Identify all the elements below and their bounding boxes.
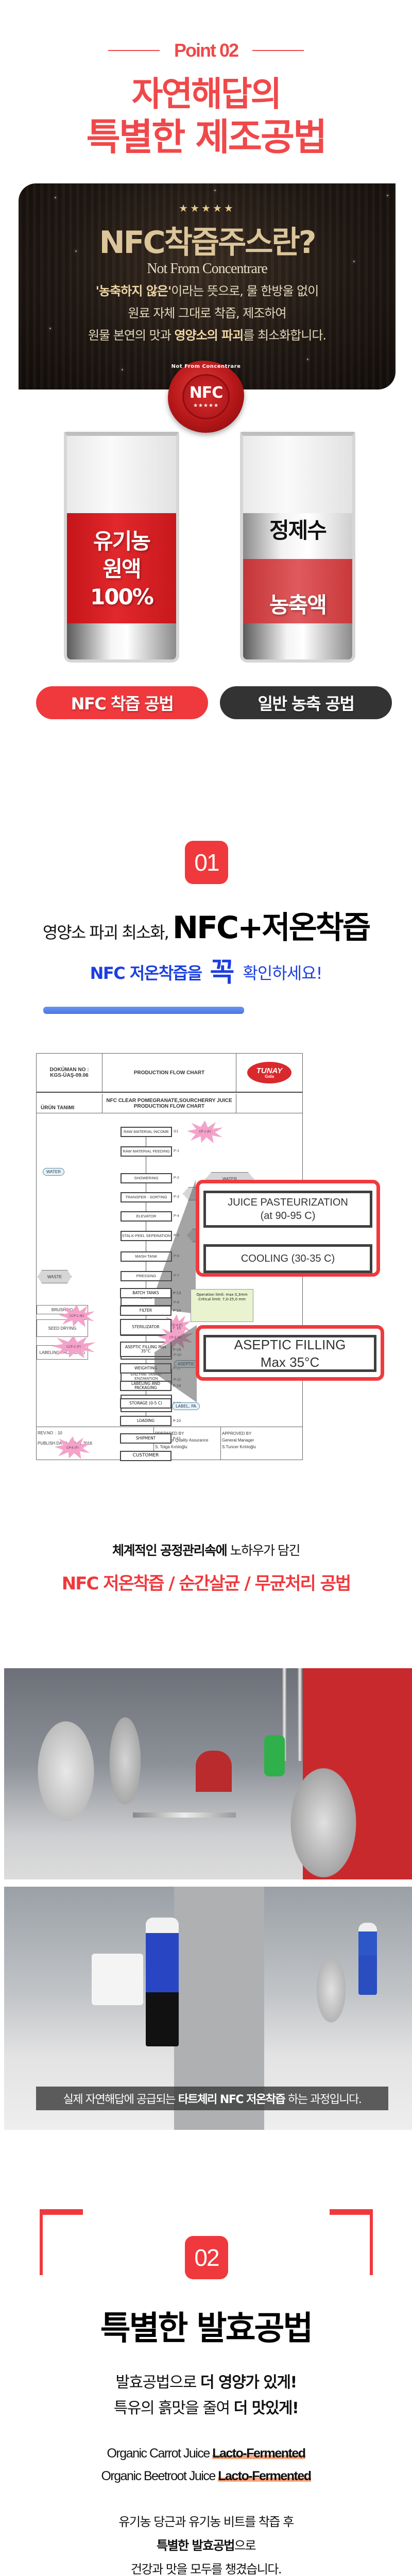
desc-emphasis: '농축하지 않은' [95, 284, 172, 298]
water-input-tag: WATER [43, 1168, 64, 1176]
hero-title-line2: 특별한 제조공법 [86, 115, 328, 159]
rating-stars-icon: ★★★★★ [179, 202, 235, 214]
water-liquid [243, 513, 352, 559]
water-label: 정제수 [269, 518, 327, 543]
section-badge-02: 02 [185, 2236, 228, 2279]
hero-title-line1: 자연해답의 [131, 74, 282, 114]
section1-headline: 영양소 파괴 최소화, NFC+저온착즙 [0, 903, 412, 947]
flow-step: FILTER [120, 1306, 171, 1316]
sub-emphasis: NFC 저온착즙을 [90, 963, 202, 983]
point-label: Point 02 [174, 40, 239, 61]
nfc-subtitle-en: Not From Concentrare [147, 261, 268, 277]
flow-step: RAW MATERIAL INCOME [121, 1127, 172, 1137]
flow-step: LABELING AND PACKAGING [120, 1381, 171, 1391]
flow-step: SHOWERING [121, 1173, 172, 1183]
seal-ring-text: Not From Concentrare [171, 364, 241, 369]
flow-step: RAW MATERIAL FEEDING [121, 1146, 172, 1157]
section2-benefits: 발효공법으로 더 영양가 있게! 특유의 흙맛을 줄여 더 맛있게! [113, 2374, 299, 2417]
seal-label: NFC [189, 383, 224, 402]
zoom-callout-aseptic: ASEPTIC FILLING Max 35°C [196, 1325, 384, 1381]
flowchart-title: PRODUCTION FLOW CHART [102, 1054, 236, 1092]
flow-step: STERILIZATOR [120, 1319, 171, 1335]
sub-tail: 확인하세요! [243, 963, 322, 983]
brush-underline [43, 1007, 244, 1014]
glass-base [243, 623, 352, 659]
corner-bracket [330, 2209, 373, 2275]
control-point-burst: CCP-2 (F) [52, 1335, 96, 1358]
nfc-info-banner: ★★★★★ NFC착즙주스란? Not From Concentrare '농축… [19, 183, 396, 389]
section2-english: Organic Carrot Juice Lacto-Fermented Org… [101, 2446, 312, 2483]
flow-step: BATCH TANKS [120, 1288, 171, 1298]
concentrate-juice-glass: 정제수 농축액 [240, 432, 355, 663]
flow-step: STALK-PEEL SEPERATION [121, 1231, 172, 1241]
sub-big-word: 꼭 [210, 957, 235, 988]
waste-output: WASTE [38, 1270, 72, 1283]
nfc-description: '농축하지 않은'이라는 뜻으로, 물 한방울 없이 원료 자체 그대로 착즙,… [19, 280, 396, 347]
nfc-wax-seal-icon: Not From Concentrare NFC ★★★★★ [168, 361, 244, 433]
zoom-text: Max 35°C [260, 1354, 320, 1370]
zoom-text: COOLING (30-35 C) [241, 1253, 335, 1264]
control-point-burst: CP-1 (K) [187, 1121, 223, 1143]
flow-step: STORAGE (0-5 C) [120, 1398, 171, 1409]
zoom-text: ASEPTIC FILLING [234, 1337, 346, 1352]
label-pack-tag: LABEL, PA [172, 1402, 200, 1410]
flow-step: TRANSFER - SORTING [121, 1192, 172, 1202]
process-caption: 체계적인 공정관리속에 노하우가 담긴 [112, 1543, 301, 1558]
desc-line2: 원료 자체 그대로 착즙, 제조하여 [128, 306, 286, 320]
nfc-juice-glass: 유기농 원액 100% [64, 432, 179, 663]
concentrate-method-button[interactable]: 일반 농축 공법 [220, 686, 392, 719]
highlight-text: Lacto-Fermented [218, 2469, 312, 2483]
point-header: Point 02 [0, 40, 412, 61]
desc-emphasis: 영양소의 파괴 [174, 328, 244, 343]
corner-bracket [40, 2209, 83, 2275]
flow-step: MASH TANK [121, 1251, 172, 1262]
section2-title: 특별한 발효공법 [100, 2310, 313, 2348]
limit-note: Operation limit: max 0,3mm Critical limi… [191, 1289, 253, 1322]
control-point-burst: CCP-1 (K) [59, 1304, 95, 1327]
nfc-heading: NFC착즙주스란? [99, 225, 316, 261]
glass-label: 유기농 원액 100% [90, 529, 154, 609]
headline-strong: NFC+저온착즙 [172, 910, 371, 946]
side-step: SEED DRYING [37, 1319, 88, 1337]
zoom-text: JUICE PASTEURIZATION [228, 1197, 348, 1208]
section1-subline: NFC 저온착즙을 꼭 확인하세요! [0, 957, 412, 988]
highlight-text: Lacto-Fermented [212, 2446, 306, 2461]
process-methods: NFC 저온착즙 / 순간살균 / 무균처리 공법 [61, 1573, 351, 1594]
zoom-callout-pasteurization: JUICE PASTEURIZATION (at 90-95 C) COOLIN… [196, 1180, 380, 1277]
concentrate-liquid [243, 559, 352, 623]
flow-step: CUSTOMER [120, 1451, 171, 1461]
divider-right [252, 50, 304, 51]
desc-text: 를 최소화합니다. [243, 328, 327, 343]
juice-liquid [67, 513, 176, 623]
section-badge-01: 01 [185, 841, 228, 884]
divider-left [108, 50, 160, 51]
flow-step: ELEVATOR [121, 1211, 172, 1222]
factory-tanks-photo [4, 1668, 412, 1879]
section2-description: 유기농 당근과 유기농 비트를 착즙 후 특별한 발효공법으로 건강과 맛을 모… [118, 2515, 294, 2576]
headline-lead: 영양소 파괴 최소화, [42, 923, 169, 942]
flow-step: LOADING [120, 1416, 171, 1426]
desc-text: 원물 본연의 맛과 [88, 328, 175, 343]
seal-stars-icon: ★★★★★ [193, 402, 219, 409]
desc-text: 이라는 뜻으로, 물 한방울 없이 [171, 284, 319, 298]
nfc-method-button[interactable]: NFC 착즙 공법 [36, 686, 208, 719]
flow-step: SHIPMENT [120, 1433, 171, 1444]
glass-base [67, 623, 176, 659]
concentrate-label: 농축액 [269, 592, 327, 618]
zoom-text: (at 90-95 C) [260, 1210, 316, 1222]
